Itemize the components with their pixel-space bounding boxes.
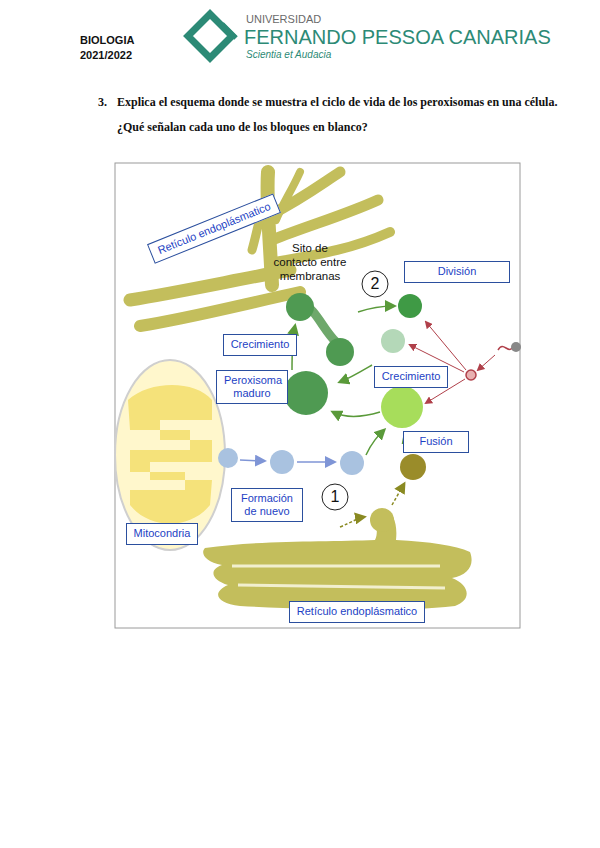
diagram-frame [115, 163, 520, 628]
process-box: Fusión [403, 431, 469, 452]
callout-number: 2 [371, 274, 380, 293]
logo-text: UNIVERSIDAD [246, 13, 321, 26]
peroxisomes [270, 293, 521, 532]
year-label: 2021/2022 [80, 49, 132, 62]
box-text: Fusión [411, 435, 461, 448]
box-text: División [412, 265, 502, 278]
callout-circle [322, 484, 348, 510]
callout-circle [362, 271, 388, 297]
er-bottom [203, 511, 471, 609]
question-text: ¿Qué señalan cada uno de los bloques en … [117, 120, 368, 134]
box-text: Mitocondria [134, 527, 191, 540]
organelle-label-box: Mitocondria [126, 523, 199, 544]
question-text: Explica el esquema donde se muestra el c… [117, 95, 557, 109]
process-box: Peroxisoma maduro [216, 370, 288, 404]
process-box: Formación de nuevo [231, 488, 303, 522]
box-text: Peroxisoma maduro [224, 374, 280, 400]
box-text: Crecimiento [231, 338, 290, 351]
callout-number: 1 [331, 487, 340, 506]
box-text: Retículo endoplásmatico [297, 605, 417, 618]
process-box: Crecimiento [374, 366, 449, 387]
box-text: Crecimiento [382, 370, 441, 383]
logo-motto: Scientia et Audacia [246, 49, 331, 61]
organelle-label-box: Retículo endoplásmatico [289, 601, 425, 622]
annotation-label: Sito de contacto entre membranas [269, 242, 351, 283]
logo-mark [188, 14, 236, 58]
question-number: 3. [98, 95, 107, 109]
box-text: Formación de nuevo [239, 492, 295, 518]
logo-text: FERNANDO PESSOA CANARIAS [244, 25, 551, 49]
process-box: División [404, 261, 510, 282]
subject-label: BIOLOGIA [80, 34, 134, 47]
er-top [130, 172, 390, 326]
process-box: Crecimiento [223, 334, 298, 355]
